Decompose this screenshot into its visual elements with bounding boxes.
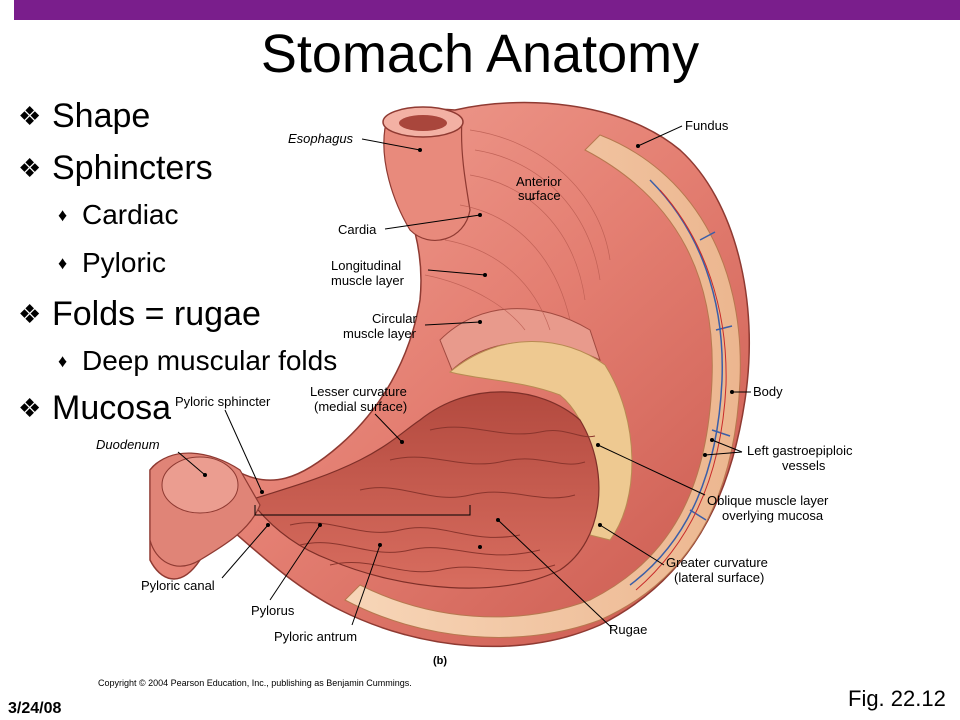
label-body: Body: [753, 384, 783, 399]
slide-title: Stomach Anatomy: [260, 24, 700, 84]
oblique-muscle-layer: [448, 341, 633, 541]
stomach-inner-mucosa: [249, 391, 600, 589]
esophagus-lumen: [399, 115, 447, 131]
label-pyloric-canal: Pyloric canal: [141, 578, 215, 593]
pyloric-antrum-bracket: [254, 505, 471, 516]
label-longitudinal-1: Longitudinal: [331, 258, 401, 273]
esophagus-tube: [383, 119, 471, 241]
bullet-cardiac: ♦ Cardiac: [58, 198, 418, 232]
bullet-sphincters: ❖ Sphincters: [18, 148, 418, 188]
bullet-text: Mucosa: [52, 389, 172, 427]
slide-date: 3/24/08: [8, 700, 62, 717]
label-greater-curvature-1: Greater curvature: [666, 555, 768, 570]
diamond-flower-icon: ❖: [18, 393, 42, 423]
label-esophagus: Esophagus: [288, 131, 354, 146]
bullet-mucosa: ❖ Mucosa: [18, 388, 418, 428]
muscle-fibers: [424, 129, 611, 331]
bullet-text: Deep muscular folds: [82, 345, 338, 376]
label-anterior-surface-2: surface: [518, 188, 561, 203]
gastroepiploic-vessels: [629, 179, 733, 586]
figure-reference: Fig. 22.12: [848, 686, 946, 711]
label-lesser-curvature-2: (medial surface): [314, 399, 407, 414]
bullet-text: Sphincters: [52, 149, 213, 187]
bullet-text: Cardiac: [82, 199, 179, 230]
label-circular-1: Circular: [372, 311, 417, 326]
rugae-folds: [289, 426, 596, 573]
diamond-icon: ♦: [58, 205, 68, 225]
bullet-text: Folds = rugae: [52, 295, 261, 333]
label-left-gastroepiploic-1: Left gastroepiploic: [747, 443, 853, 458]
gastroepiploic-arteries: [635, 189, 727, 591]
label-rugae: Rugae: [609, 622, 647, 637]
copyright-notice: Copyright © 2004 Pearson Education, Inc.…: [98, 678, 412, 688]
bullet-shape: ❖ Shape: [18, 96, 418, 136]
label-greater-curvature-2: (lateral surface): [674, 570, 764, 585]
label-oblique-1: Oblique muscle layer: [707, 493, 829, 508]
bullet-text: Shape: [52, 97, 151, 135]
bullet-pyloric: ♦ Pyloric: [58, 246, 418, 280]
bullet-folds: ❖ Folds = rugae: [18, 294, 418, 334]
diamond-flower-icon: ❖: [18, 153, 42, 183]
diamond-flower-icon: ❖: [18, 299, 42, 329]
diamond-flower-icon: ❖: [18, 101, 42, 131]
duodenum-bulge: [161, 456, 239, 514]
bullet-list: ❖ Shape ❖ Sphincters ♦ Cardiac ♦ Pyloric…: [18, 96, 418, 428]
label-left-gastroepiploic-2: vessels: [782, 458, 826, 473]
label-pyloric-antrum: Pyloric antrum: [274, 629, 357, 644]
label-anterior-surface-1: Anterior: [516, 174, 562, 189]
label-pyloric-sphincter: Pyloric sphincter: [175, 394, 271, 409]
label-longitudinal-2: muscle layer: [331, 273, 405, 288]
label-lesser-curvature-1: Lesser curvature: [310, 384, 407, 399]
diamond-icon: ♦: [58, 253, 68, 273]
greater-curvature-rim: [344, 134, 741, 638]
bullet-deep-folds: ♦ Deep muscular folds: [58, 344, 418, 378]
label-oblique-2: overlying mucosa: [722, 508, 824, 523]
label-cardia: Cardia: [338, 222, 377, 237]
label-duodenum: Duodenum: [96, 437, 160, 452]
top-bar-notch: [0, 0, 14, 20]
label-pylorus: Pylorus: [251, 603, 295, 618]
diamond-icon: ♦: [58, 351, 68, 371]
panel-label: (b): [433, 655, 447, 667]
top-accent-bar: [0, 0, 960, 20]
label-fundus: Fundus: [685, 118, 729, 133]
circular-muscle-band: [439, 308, 601, 371]
label-circular-2: muscle layer: [343, 326, 417, 341]
bullet-text: Pyloric: [82, 247, 167, 278]
label-leader-lines: [177, 125, 751, 629]
